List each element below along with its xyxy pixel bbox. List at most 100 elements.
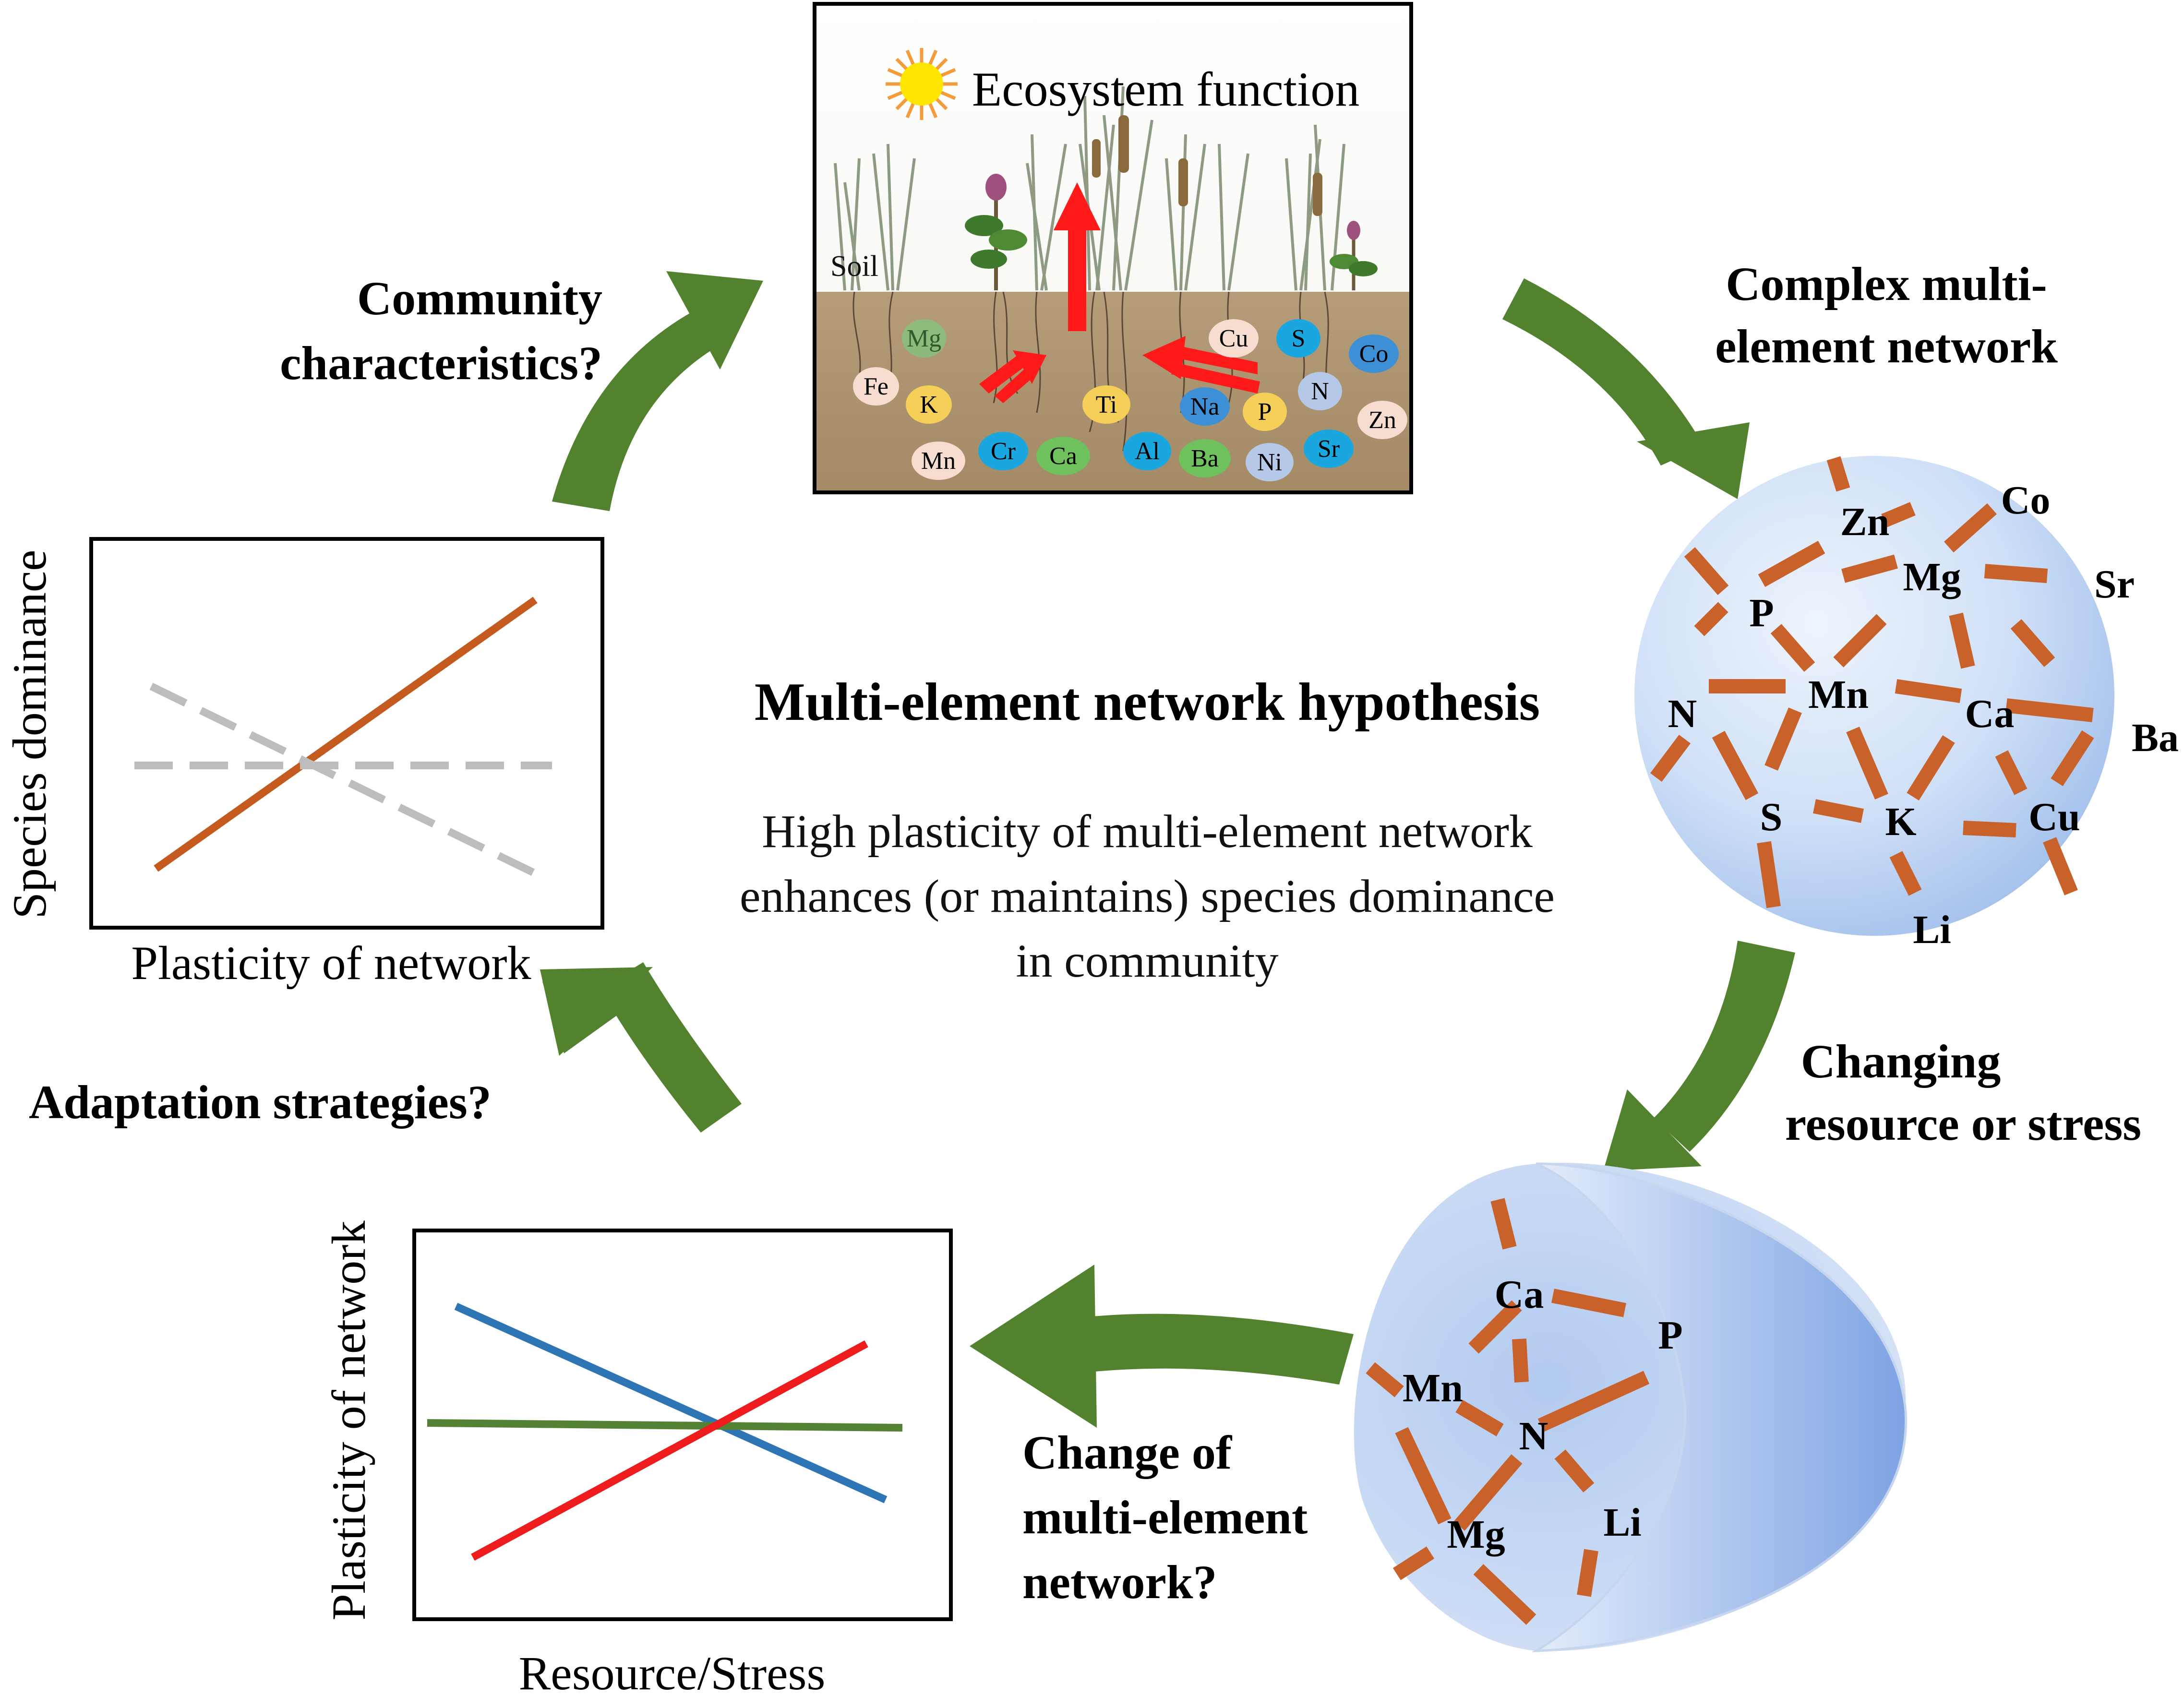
svg-text:Co: Co — [2001, 478, 2051, 523]
svg-text:characteristics?: characteristics? — [280, 336, 602, 390]
community-question: Community characteristics? — [280, 272, 602, 390]
svg-text:N: N — [1311, 378, 1329, 405]
svg-text:enhances (or maintains) specie: enhances (or maintains) species dominanc… — [740, 871, 1555, 922]
svg-text:Community: Community — [357, 272, 602, 325]
svg-text:Changing: Changing — [1801, 1035, 2001, 1088]
arrow-change — [970, 1265, 1354, 1428]
element-bubble-p: P — [1243, 393, 1287, 431]
plasticity-line-increasing — [471, 1340, 868, 1561]
svg-text:Zn: Zn — [1840, 500, 1890, 544]
svg-text:Al: Al — [1135, 438, 1160, 465]
sun-icon — [886, 48, 958, 120]
adaptation-question: Adaptation strategies? — [29, 1075, 492, 1129]
element-bubble-s: S — [1276, 319, 1320, 358]
svg-text:P: P — [1749, 591, 1774, 635]
cattail-heads — [1092, 115, 1322, 216]
soil-label: Soil — [830, 250, 878, 283]
element-bubble-sr: Sr — [1304, 430, 1354, 468]
element-bubble-co: Co — [1349, 334, 1399, 373]
svg-text:N: N — [1668, 692, 1697, 736]
svg-text:S: S — [1760, 795, 1783, 839]
arrow-adaptation — [540, 962, 742, 1133]
plasticity-plot-ylabel: Plasticity of network — [322, 1220, 375, 1620]
red-uptake-arrows — [979, 336, 1260, 403]
svg-text:S: S — [1292, 325, 1306, 352]
hypothesis-statement: High plasticity of multi-element network… — [740, 806, 1555, 987]
plasticity-plot-xlabel: Resource/Stress — [519, 1647, 826, 1696]
element-bubble-mg: Mg — [902, 319, 946, 358]
element-bubble-ti: Ti — [1082, 385, 1130, 424]
svg-text:in community: in community — [1016, 935, 1278, 987]
svg-text:P: P — [1258, 398, 1272, 426]
ecosystem-function-label: Ecosystem function — [972, 62, 1359, 117]
svg-text:P: P — [1658, 1313, 1682, 1358]
svg-text:Cr: Cr — [991, 438, 1016, 465]
svg-text:network?: network? — [1022, 1555, 1217, 1609]
svg-text:Cu: Cu — [1219, 325, 1248, 352]
change-network-question: Change of multi-element network? — [1022, 1426, 1308, 1609]
svg-text:element network: element network — [1715, 320, 2058, 373]
element-bubble-mn: Mn — [912, 442, 965, 480]
sphere-element-labels: Zn Co Mg Sr P N Mn Ca Ba S K Cu Li — [1668, 478, 2179, 952]
element-bubble-al: Al — [1123, 432, 1171, 470]
element-bubble-ba: Ba — [1179, 439, 1231, 478]
svg-text:Mg: Mg — [1447, 1512, 1505, 1557]
element-bubble-zn: Zn — [1357, 401, 1407, 439]
svg-text:Mn: Mn — [1403, 1366, 1463, 1410]
half-sphere-element-labels: Ca P Mn N Mg Li — [1403, 1272, 1683, 1557]
svg-text:Ca: Ca — [1965, 692, 2015, 736]
svg-text:Sr: Sr — [1318, 435, 1340, 463]
arrow-changing — [1603, 941, 1795, 1171]
svg-text:Na: Na — [1190, 393, 1220, 420]
complex-network-label: Complex multi- element network — [1715, 257, 2058, 373]
herb-plants — [965, 174, 1378, 290]
grass-plants — [834, 86, 1345, 291]
changing-resource-label: Changing resource or stress — [1785, 1035, 2141, 1150]
element-bubble-fe: Fe — [853, 367, 899, 406]
svg-text:Complex multi-: Complex multi- — [1726, 257, 2047, 311]
plasticity-plot: Resource/Stress Plasticity of network — [322, 1220, 953, 1696]
ecosystem-panel: Ecosystem function Soil Mg Fe K Mn Cr Ca… — [813, 2, 1413, 494]
svg-text:Mn: Mn — [921, 447, 956, 475]
svg-text:N: N — [1519, 1414, 1548, 1458]
svg-text:K: K — [1885, 800, 1916, 844]
svg-text:Li: Li — [1603, 1500, 1641, 1545]
svg-text:Ni: Ni — [1257, 449, 1282, 476]
plasticity-line-flat — [427, 1419, 903, 1432]
svg-text:Ca: Ca — [1049, 442, 1077, 470]
svg-text:Ba: Ba — [2132, 716, 2179, 760]
element-bubble-cr: Cr — [978, 432, 1028, 470]
cycle-arrows — [540, 271, 1795, 1428]
red-up-arrow-icon — [1054, 182, 1101, 331]
svg-text:Li: Li — [1913, 908, 1951, 952]
dominance-plot-xlabel: Plasticity of network — [131, 936, 531, 990]
element-bubble-ca: Ca — [1036, 437, 1090, 475]
svg-text:Ba: Ba — [1191, 445, 1219, 472]
element-bubble-cu: Cu — [1209, 319, 1259, 358]
svg-text:Mg: Mg — [907, 325, 941, 352]
svg-text:resource or stress: resource or stress — [1785, 1097, 2141, 1150]
dominance-line-decreasing — [149, 682, 537, 877]
svg-text:High plasticity of multi-eleme: High plasticity of multi-element network — [762, 806, 1533, 858]
changed-network-half-sphere: Ca P Mn N Mg Li — [1354, 1162, 1907, 1652]
element-bubble-na: Na — [1180, 387, 1230, 426]
svg-text:Cu: Cu — [2028, 795, 2080, 839]
arrow-community — [552, 271, 763, 511]
dominance-line-increasing — [154, 597, 538, 872]
svg-text:Change of: Change of — [1022, 1426, 1233, 1479]
svg-text:Ti: Ti — [1096, 391, 1117, 418]
svg-text:Mg: Mg — [1903, 555, 1961, 599]
svg-text:multi-element: multi-element — [1022, 1491, 1308, 1544]
svg-text:Mn: Mn — [1808, 672, 1869, 717]
svg-text:Ca: Ca — [1495, 1272, 1544, 1317]
complex-network-sphere: Zn Co Mg Sr P N Mn Ca Ba S K Cu Li — [1634, 456, 2179, 952]
element-bubble-n: N — [1298, 372, 1342, 410]
arrow-complex — [1502, 278, 1750, 499]
dominance-plot: Plasticity of network Species dominance — [3, 537, 604, 990]
element-bubble-k: K — [906, 385, 952, 424]
svg-text:Zn: Zn — [1368, 406, 1396, 434]
element-bubble-ni: Ni — [1246, 443, 1294, 481]
svg-text:Fe: Fe — [864, 373, 888, 400]
soil-elements: Mg Fe K Mn Cr Ca Cu S Co N Ti Na P Zn Al… — [853, 319, 1407, 481]
